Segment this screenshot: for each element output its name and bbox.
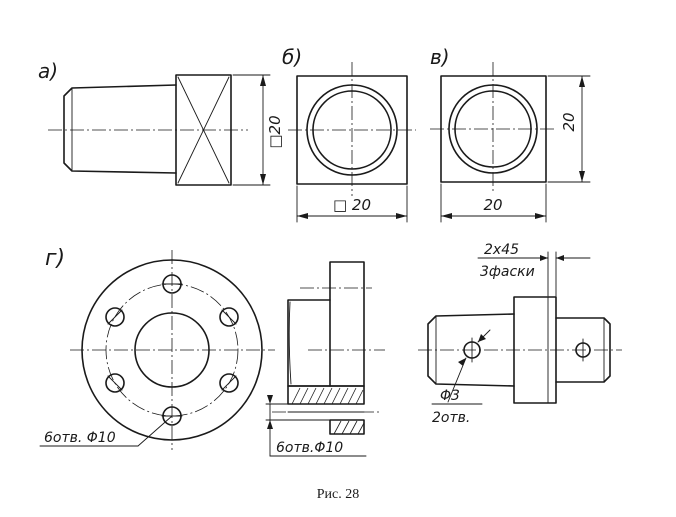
view-a-square-dim: □20 <box>266 115 284 148</box>
view-b-square-dim: □ 20 <box>333 196 371 214</box>
view-v: в) 20 20 <box>430 45 591 223</box>
shaft-right-pin <box>555 317 611 383</box>
hole-center-mark <box>107 375 123 391</box>
view-g-label: г) <box>45 246 65 271</box>
hole-dia-note: Φ3 <box>440 388 460 404</box>
hole-circle <box>219 307 239 327</box>
view-g-front: г) 6отв. Φ10 <box>39 246 275 450</box>
arrow-icon <box>478 334 486 342</box>
view-g-shaft: 2х45 3фаски Φ3 2отв. <box>418 242 622 426</box>
chamfer-count-note: 3фаски <box>480 264 535 280</box>
view-a-label: а) <box>38 59 58 83</box>
hole-center-mark <box>221 375 237 391</box>
arrow-icon <box>267 395 273 404</box>
section-hub <box>329 261 365 387</box>
shaft-collar <box>513 296 557 404</box>
view-v-height-dim: 20 <box>560 112 578 131</box>
arrow-icon <box>267 420 273 429</box>
hole-circle <box>105 373 125 393</box>
view-a: а) □20 <box>38 59 284 186</box>
arrow-icon <box>297 213 308 219</box>
view-b: б) □ 20 <box>282 45 416 223</box>
section-hatching <box>291 387 365 435</box>
arrow-icon <box>540 255 548 261</box>
arrow-icon <box>535 213 546 219</box>
arrow-icon <box>441 213 452 219</box>
arrow-icon <box>458 358 466 366</box>
hole-center-mark <box>107 309 123 325</box>
hole-center-mark <box>221 309 237 325</box>
view-a-shaft <box>63 84 177 174</box>
chamfer-size-note: 2х45 <box>484 242 519 258</box>
arrow-icon <box>579 171 585 182</box>
figure-caption: Рис. 28 <box>317 487 360 502</box>
arrow-icon <box>556 255 564 261</box>
hole-circle <box>219 373 239 393</box>
arrow-icon <box>260 75 266 86</box>
hole-count-note: 2отв. <box>432 410 470 426</box>
view-g-section: 6отв.Φ10 <box>265 261 385 457</box>
arrow-icon <box>579 76 585 87</box>
section-hatch-lower <box>329 419 365 435</box>
view-b-label: б) <box>282 45 302 69</box>
section-holes-note: 6отв.Φ10 <box>276 440 343 456</box>
view-v-width-dim: 20 <box>483 196 502 214</box>
section-plate <box>287 299 331 387</box>
front-holes-note: 6отв. Φ10 <box>44 430 116 446</box>
hole-circle <box>105 307 125 327</box>
hole-leader <box>137 415 173 447</box>
section-break-line <box>288 301 292 385</box>
section-hatch-upper <box>287 385 365 405</box>
arrow-icon <box>396 213 407 219</box>
view-v-label: в) <box>430 45 450 69</box>
arrow-icon <box>260 174 266 185</box>
